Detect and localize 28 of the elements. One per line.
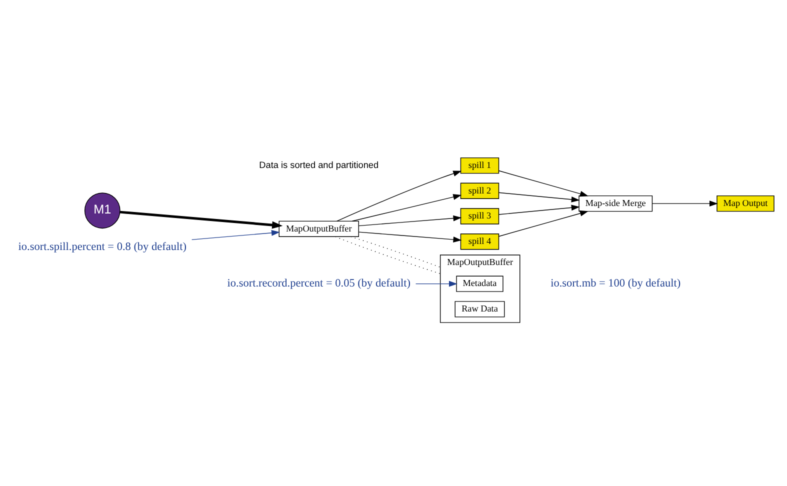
connector xyxy=(335,236,441,274)
node-box: Raw Data xyxy=(454,301,505,318)
arrow xyxy=(415,280,458,287)
node-box: Metadata xyxy=(456,276,504,292)
label: io.sort.mb = 100 (by default) xyxy=(550,278,681,290)
label: Data is sorted and partitioned xyxy=(259,160,379,170)
node-box: spill 2 xyxy=(460,182,500,199)
connector xyxy=(350,236,441,268)
node-text: io.sort.spill.percent = 0.8 (by default) xyxy=(18,240,186,253)
node-box: spill 4 xyxy=(460,234,500,250)
arrow xyxy=(358,215,462,226)
node-box: MapOutputBuffer xyxy=(278,220,359,238)
node-box: spill 3 xyxy=(460,208,500,224)
arrow xyxy=(652,200,718,207)
arrow xyxy=(498,192,580,202)
arrow xyxy=(336,170,462,222)
arrow xyxy=(498,170,588,197)
node-box: spill 1 xyxy=(460,157,500,174)
arrow xyxy=(120,210,283,229)
node-circle: M1 xyxy=(84,192,120,229)
arrow xyxy=(498,204,580,215)
arrow xyxy=(352,194,462,222)
arrow xyxy=(358,232,462,242)
node-text: io.sort.record.percent = 0.05 (by default) xyxy=(227,278,410,290)
node-box: Map Output xyxy=(716,195,774,212)
node-box: Map-side Merge xyxy=(578,195,653,212)
arrow xyxy=(191,230,280,240)
arrow xyxy=(498,210,588,237)
